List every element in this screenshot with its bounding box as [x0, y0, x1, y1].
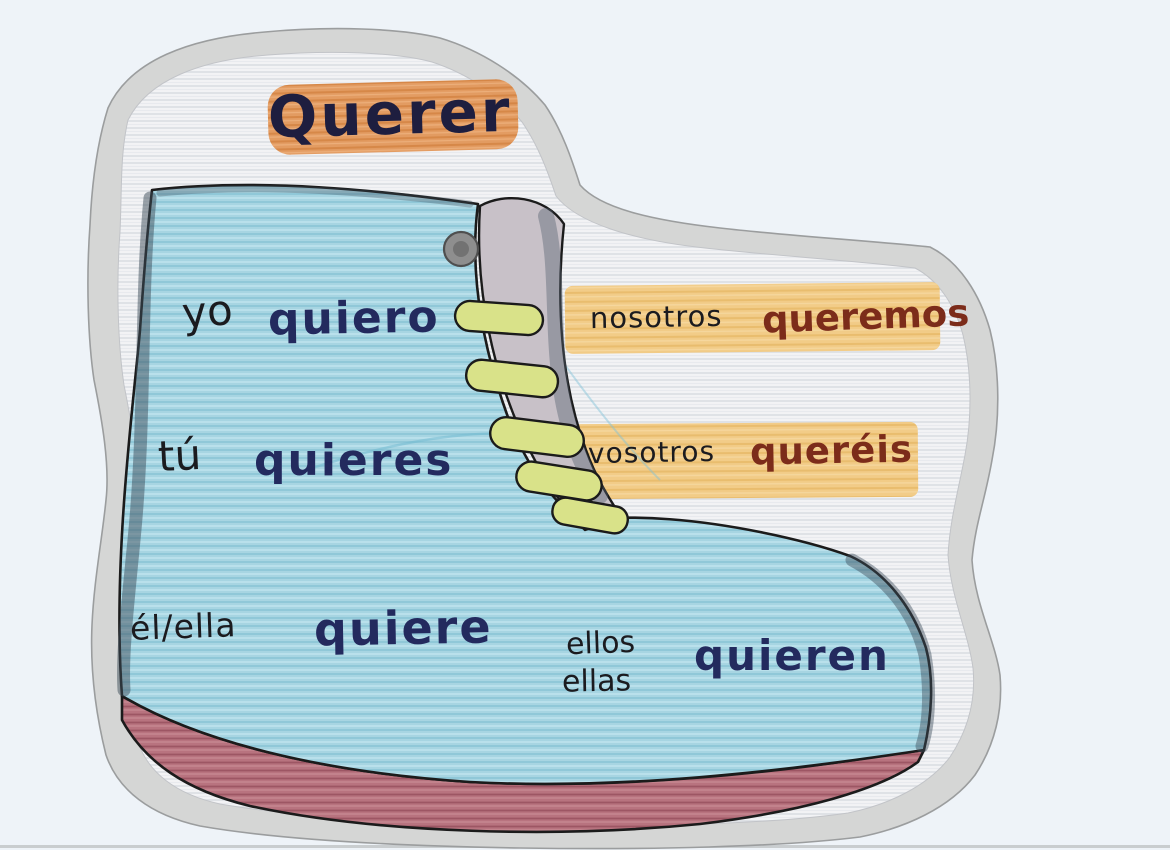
shoelace-shape [453, 299, 545, 337]
pronoun-ellos: ellos [565, 624, 636, 663]
form-quieres: quieres [254, 435, 454, 486]
shoelaces-group [453, 299, 629, 535]
shoelace-shape [489, 416, 585, 458]
pronoun-ellas: ellas [561, 663, 632, 700]
pronoun-vosotros: vosotros [587, 434, 716, 471]
form-quieren: quieren [694, 631, 890, 680]
form-quiero: quiero [267, 291, 441, 346]
form-queremos: queremos [761, 291, 970, 342]
boot-heel-edge-shading [845, 553, 936, 753]
nosotros-row-highlight [564, 282, 941, 354]
verb-title: Querer [267, 76, 514, 152]
boot-left-edge-shading [116, 191, 157, 697]
boot-top-edge-shading [156, 185, 474, 208]
pronoun-el-ella: él/ella [129, 605, 238, 648]
title-highlight [267, 79, 519, 155]
pronoun-nosotros: nosotros [589, 298, 723, 336]
shoelace-shape [551, 496, 629, 535]
vosotros-row-highlight [572, 421, 919, 500]
pronoun-tu: tú [156, 429, 203, 482]
pronoun-yo: yo [179, 284, 235, 339]
eyelet-center [453, 241, 469, 257]
tongue-shading [538, 208, 608, 504]
form-quiere: quiere [313, 599, 493, 657]
shoelace-shape [515, 460, 603, 502]
form-quereis: queréis [749, 427, 914, 474]
shoelace-shape [464, 358, 560, 399]
